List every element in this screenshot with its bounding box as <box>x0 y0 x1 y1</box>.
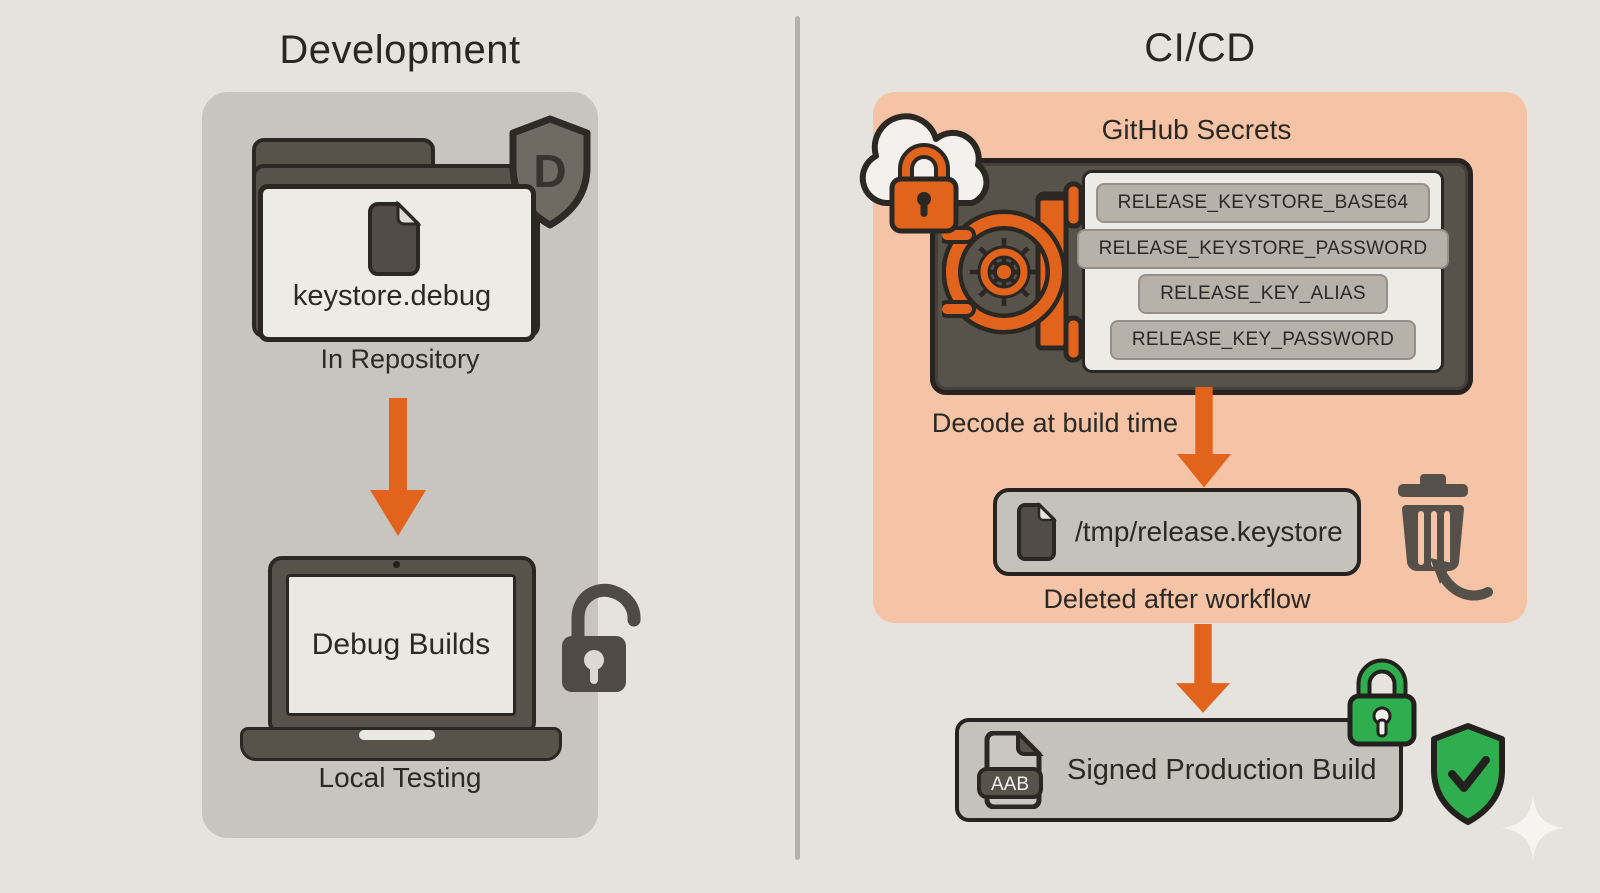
signed-build-label: Signed Production Build <box>1067 753 1377 786</box>
vault-door-icon <box>942 181 1084 363</box>
laptop-camera-dot <box>393 561 400 568</box>
signed-build-box: AAB Signed Production Build <box>955 718 1403 822</box>
aab-file-icon: AAB <box>977 731 1044 809</box>
cicd-title: CI/CD <box>1144 26 1256 70</box>
unlocked-padlock-icon <box>562 583 641 692</box>
verified-shield-icon <box>1431 723 1505 825</box>
tmp-keystore-box: /tmp/release.keystore <box>993 488 1361 576</box>
deleted-caption: Deleted after workflow <box>1043 584 1311 614</box>
tmp-keystore-path: /tmp/release.keystore <box>1075 516 1343 547</box>
secret-pill: RELEASE_KEY_ALIAS <box>1138 274 1388 315</box>
repository-caption: In Repository <box>320 344 480 374</box>
secret-pill: RELEASE_KEY_PASSWORD <box>1109 320 1417 361</box>
laptop-base-notch <box>359 730 435 740</box>
sparkle-icon <box>1502 797 1564 859</box>
laptop-screen: Debug Builds <box>286 574 516 716</box>
secret-pill: RELEASE_KEYSTORE_PASSWORD <box>1076 228 1450 269</box>
secret-pill: RELEASE_KEYSTORE_BASE64 <box>1095 182 1431 223</box>
shield-badge-letter: D <box>533 145 566 197</box>
column-divider <box>795 16 800 860</box>
down-arrow-icon <box>1175 624 1231 713</box>
secrets-list: RELEASE_KEYSTORE_BASE64 RELEASE_KEYSTORE… <box>1076 170 1450 373</box>
locked-padlock-icon <box>1347 658 1417 747</box>
decode-caption: Decode at build time <box>931 408 1179 438</box>
laptop-screen-label: Debug Builds <box>311 628 491 661</box>
trash-delete-icon <box>1398 474 1493 601</box>
file-icon <box>1017 502 1058 561</box>
local-testing-caption: Local Testing <box>318 762 482 793</box>
down-arrow-icon <box>1176 387 1232 488</box>
aab-badge-label: AAB <box>991 774 1029 795</box>
cloud-lock-icon <box>859 113 990 234</box>
down-arrow-icon <box>370 398 426 536</box>
github-secrets-title: GitHub Secrets <box>1101 114 1292 145</box>
keystore-file-name: keystore.debug <box>292 280 492 312</box>
development-title: Development <box>279 28 521 72</box>
keystore-file-icon <box>368 200 422 276</box>
